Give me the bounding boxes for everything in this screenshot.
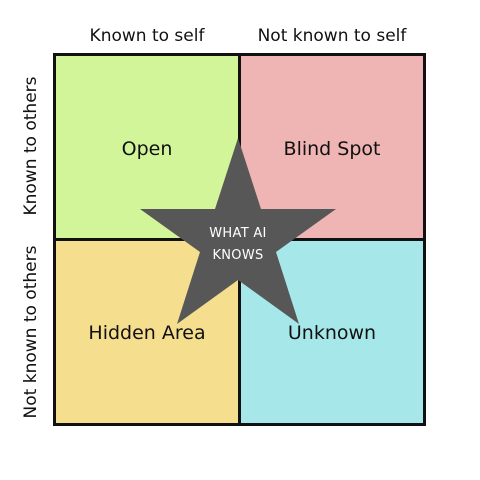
row-label-not-known-to-others: Not known to others — [21, 245, 41, 419]
star-text: WHAT AI KNOWS — [140, 223, 336, 267]
quadrant-unknown: Unknown — [241, 241, 423, 423]
star-text-line-1: WHAT AI — [209, 226, 267, 241]
quadrant-unknown-label: Unknown — [287, 322, 377, 344]
quadrant-hidden-area-label: Hidden Area — [88, 322, 206, 344]
quadrant-blind-spot-label: Blind Spot — [283, 138, 381, 160]
column-label-known-to-self: Known to self — [89, 26, 205, 46]
quadrant-open: Open — [56, 56, 238, 238]
star-icon — [140, 138, 336, 324]
johari-window-grid: Open Blind Spot Hidden Area Unknown — [53, 53, 426, 426]
column-label-not-known-to-self: Not known to self — [257, 26, 407, 46]
row-label-known-to-others: Known to others — [21, 76, 41, 216]
quadrant-blind-spot: Blind Spot — [241, 56, 423, 238]
star-text-line-2: KNOWS — [212, 248, 264, 263]
center-star: WHAT AI KNOWS — [140, 138, 336, 324]
quadrant-open-label: Open — [121, 138, 173, 160]
